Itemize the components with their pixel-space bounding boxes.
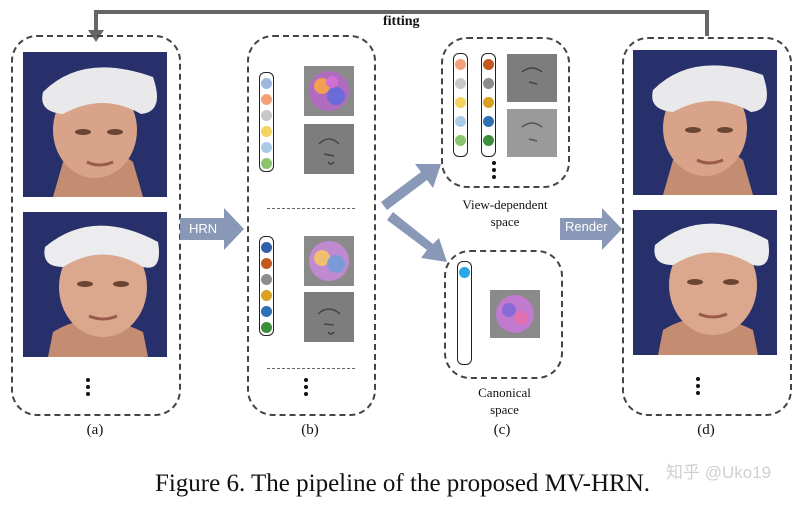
- coeff-dot: [454, 116, 466, 127]
- more-dots-d: [695, 377, 701, 398]
- view-dependent-box: [441, 37, 570, 188]
- coeff-dot: [260, 258, 272, 269]
- panel-label-c: (c): [493, 422, 511, 438]
- coeff-dot: [454, 135, 466, 146]
- coeff-dot: [260, 274, 272, 285]
- texture-gray-b1: [304, 124, 354, 174]
- hrn-arrow: [180, 208, 244, 250]
- coeff-dot: [260, 126, 272, 137]
- coeff-dot: [482, 59, 494, 70]
- panel-b-box: [247, 35, 376, 416]
- coeff-bar-canonical: [457, 261, 472, 365]
- coeff-dot: [482, 116, 494, 127]
- face-photo-a1: [23, 52, 167, 197]
- view-dependent-label: View-dependent space: [430, 196, 580, 230]
- fitting-label: fitting: [383, 14, 420, 29]
- coeff-dot: [454, 59, 466, 70]
- coeff-dot: [260, 78, 272, 89]
- coeff-dot: [458, 267, 470, 278]
- face-photo-d1: [633, 50, 777, 195]
- coeff-dot: [260, 242, 272, 253]
- watermark: 知乎 @Uko19: [666, 463, 772, 482]
- face-photo-d2: [633, 210, 777, 355]
- more-dots-a: [85, 378, 91, 399]
- texture-color-b2: [304, 236, 354, 286]
- more-dots-b: [303, 378, 309, 399]
- face-photo-a2: [23, 212, 167, 357]
- canonical-box: [444, 250, 563, 379]
- canonical-label-line2: space: [490, 402, 519, 417]
- panel-label-d: (d): [697, 422, 715, 438]
- coeff-dot: [482, 97, 494, 108]
- canonical-label-line1: Canonical: [478, 385, 531, 400]
- coeff-dot: [260, 142, 272, 153]
- texture-gray-vd2: [507, 109, 557, 157]
- coeff-dot: [260, 158, 272, 169]
- coeff-bar-vd2: [481, 53, 496, 157]
- branch-arrows: [381, 164, 447, 262]
- coeff-dot: [260, 94, 272, 105]
- figure-caption: Figure 6. The pipeline of the proposed M…: [154, 470, 651, 497]
- texture-color-canonical: [490, 290, 540, 338]
- separator-b2: [267, 368, 355, 369]
- texture-gray-b2: [304, 292, 354, 342]
- vd-label-line1: View-dependent: [462, 197, 548, 212]
- coeff-dot: [454, 78, 466, 89]
- separator-b1: [267, 208, 355, 209]
- texture-color-b1: [304, 66, 354, 116]
- render-label: Render: [565, 219, 608, 234]
- coeff-dot: [260, 290, 272, 301]
- panel-label-a: (a): [86, 422, 104, 438]
- coeff-bar-vd1: [453, 53, 468, 157]
- coeff-dot: [260, 322, 272, 333]
- coeff-dot: [482, 135, 494, 146]
- coeff-bar-b2: [259, 236, 274, 336]
- coeff-dot: [482, 78, 494, 89]
- texture-gray-vd1: [507, 54, 557, 102]
- more-dots-c: [491, 161, 497, 182]
- coeff-bar-b1: [259, 72, 274, 172]
- render-arrow: [560, 208, 622, 250]
- panel-label-b: (b): [301, 422, 319, 438]
- canonical-label: Canonical space: [437, 384, 572, 418]
- vd-label-line2: space: [490, 214, 520, 229]
- coeff-dot: [260, 110, 272, 121]
- coeff-dot: [454, 97, 466, 108]
- coeff-dot: [260, 306, 272, 317]
- panel-d-box: [622, 37, 792, 416]
- hrn-label: HRN: [189, 221, 218, 236]
